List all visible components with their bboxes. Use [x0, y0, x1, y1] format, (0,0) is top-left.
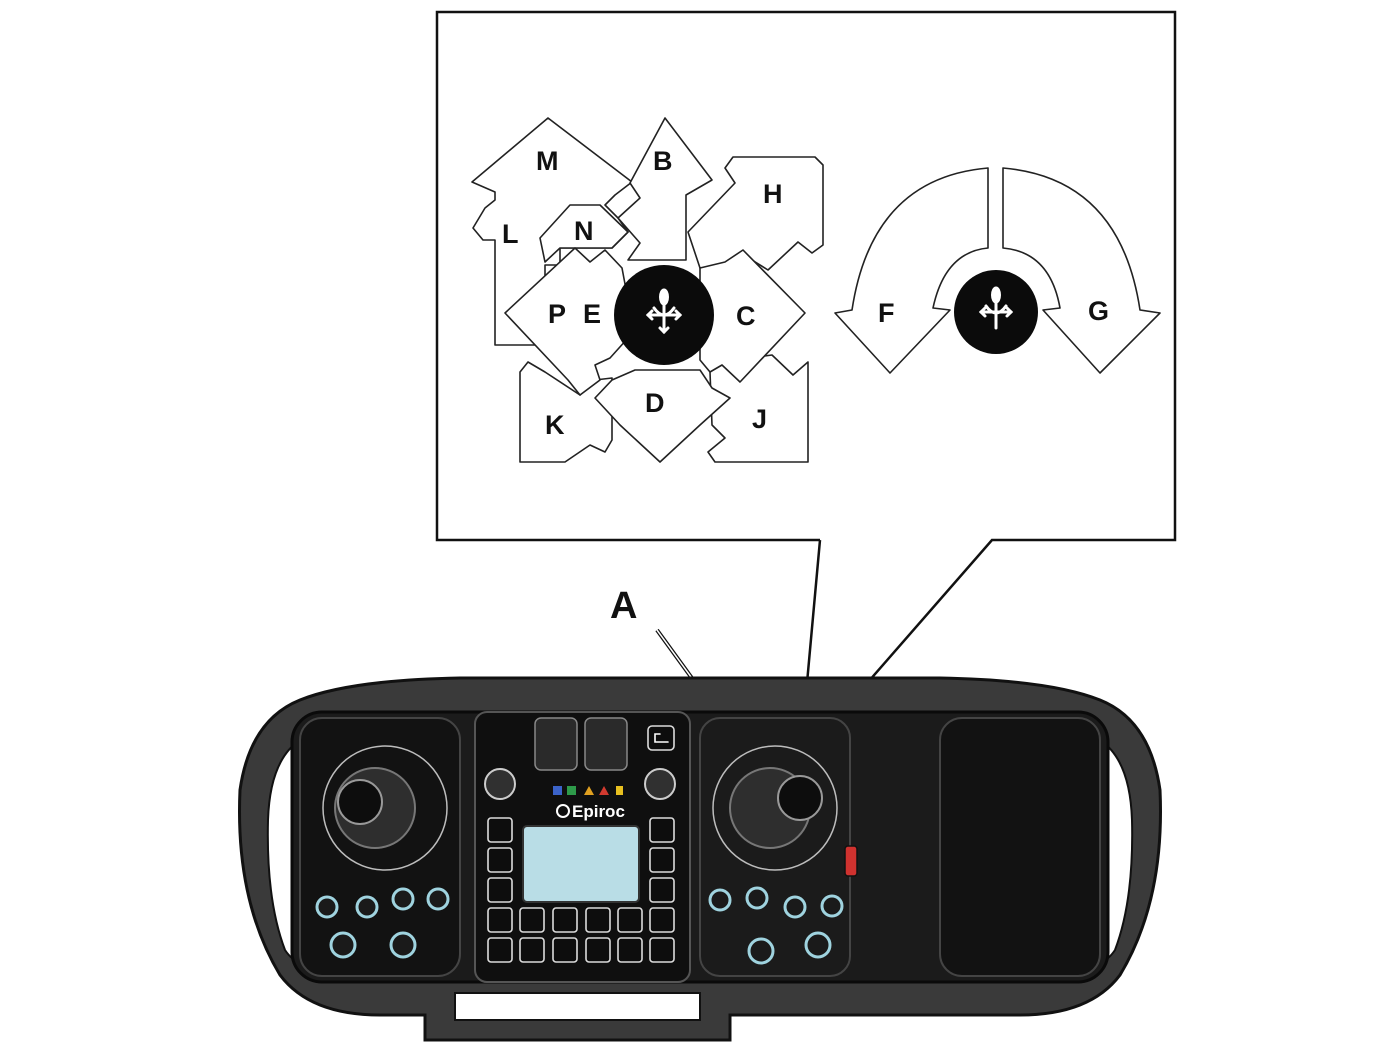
- function-button[interactable]: [649, 877, 675, 903]
- rotary-knob[interactable]: [329, 931, 357, 959]
- joystick-rotation-diagram: F G: [834, 167, 1161, 374]
- arrow-shape-n: [539, 204, 629, 263]
- label-h: H: [763, 179, 783, 209]
- toggle-switch[interactable]: [426, 887, 450, 911]
- joystick-rotation-icon: [978, 286, 1014, 330]
- handle-cutout-bottom: [454, 992, 701, 1021]
- label-e: E: [583, 299, 601, 329]
- toggle-switch[interactable]: [315, 895, 339, 919]
- label-k: K: [545, 410, 565, 440]
- right-toggle-row: [708, 886, 844, 965]
- function-button[interactable]: [487, 817, 513, 843]
- function-button[interactable]: [519, 937, 545, 963]
- joystick-four-way-icon: [645, 288, 683, 335]
- function-button[interactable]: [552, 937, 578, 963]
- label-l: L: [502, 219, 519, 249]
- function-button[interactable]: [617, 907, 643, 933]
- toggle-switch[interactable]: [391, 887, 415, 911]
- emergency-stop[interactable]: [844, 845, 858, 877]
- status-indicator-row: [553, 786, 623, 795]
- label-b: B: [653, 146, 673, 176]
- label-f: F: [878, 298, 895, 328]
- speed-knob-left[interactable]: [484, 768, 516, 800]
- button-grid-right: [649, 817, 675, 963]
- arrow-shape-d: [594, 369, 731, 463]
- right-joystick-knob[interactable]: [777, 775, 823, 821]
- lever-left[interactable]: [534, 717, 578, 771]
- lcd-display: [522, 825, 640, 903]
- function-button[interactable]: [487, 937, 513, 963]
- label-m: M: [536, 146, 559, 176]
- label-n: N: [574, 216, 594, 246]
- right-control-zone: [939, 717, 1101, 977]
- label-c: C: [736, 301, 756, 331]
- arrow-shape-b: [617, 117, 713, 261]
- right-joystick-dial: [712, 745, 838, 871]
- toggle-switch[interactable]: [708, 888, 732, 912]
- back-arrow-icon: [654, 733, 669, 743]
- left-joystick-dial: [322, 745, 448, 871]
- button-grid-left: [487, 817, 513, 963]
- function-button[interactable]: [487, 847, 513, 873]
- back-button[interactable]: [647, 725, 675, 751]
- function-button[interactable]: [487, 877, 513, 903]
- toggle-switch[interactable]: [745, 886, 769, 910]
- function-button[interactable]: [617, 937, 643, 963]
- label-d: D: [645, 388, 665, 418]
- rotary-knob[interactable]: [804, 931, 832, 959]
- label-a: A: [610, 585, 637, 627]
- rotary-knob[interactable]: [747, 937, 775, 965]
- function-button[interactable]: [519, 907, 545, 933]
- label-j: J: [752, 404, 767, 434]
- function-button[interactable]: [585, 907, 611, 933]
- remote-control-unit: Epiroc: [238, 676, 1162, 1042]
- brand-name: Epiroc: [572, 802, 625, 821]
- rotary-knob[interactable]: [389, 931, 417, 959]
- joystick-direction-diagram: B H M L N P E C D K J: [471, 117, 824, 463]
- function-button[interactable]: [487, 907, 513, 933]
- function-button[interactable]: [552, 907, 578, 933]
- arrow-shape-g: [1002, 167, 1161, 374]
- function-button[interactable]: [649, 847, 675, 873]
- toggle-switch[interactable]: [820, 894, 844, 918]
- label-p: P: [548, 299, 566, 329]
- arrow-shape-f: [834, 167, 989, 374]
- button-grid-bottom: [519, 907, 643, 963]
- function-button[interactable]: [649, 907, 675, 933]
- lever-right[interactable]: [584, 717, 628, 771]
- toggle-switch[interactable]: [783, 895, 807, 919]
- brand-logo: Epiroc: [556, 802, 625, 821]
- left-toggle-row: [315, 887, 450, 959]
- left-joystick-knob[interactable]: [337, 779, 383, 825]
- function-button[interactable]: [585, 937, 611, 963]
- speed-knob-right[interactable]: [644, 768, 676, 800]
- toggle-switch[interactable]: [355, 895, 379, 919]
- function-button[interactable]: [649, 937, 675, 963]
- function-button[interactable]: [649, 817, 675, 843]
- label-g: G: [1088, 296, 1109, 326]
